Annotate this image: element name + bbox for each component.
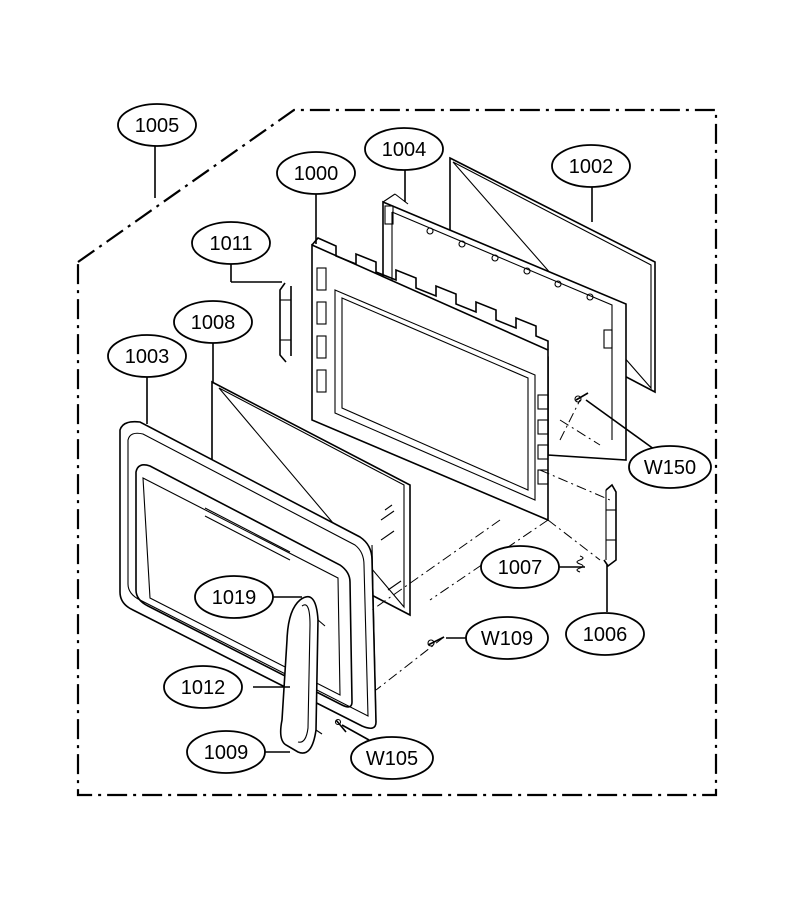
label-1011: 1011	[191, 221, 271, 265]
svg-text:1008: 1008	[191, 312, 236, 334]
svg-text:1004: 1004	[382, 139, 427, 161]
svg-text:W105: W105	[366, 748, 418, 770]
screw-w105-icon	[334, 718, 347, 733]
screw-w150-icon	[574, 392, 589, 403]
label-w105: W105	[350, 736, 434, 780]
svg-text:1000: 1000	[294, 163, 339, 185]
svg-text:1002: 1002	[569, 156, 614, 178]
label-1005: 1005	[117, 103, 197, 147]
label-1000: 1000	[276, 151, 356, 195]
svg-text:1005: 1005	[135, 115, 180, 137]
part-handle-assembly	[279, 595, 326, 754]
part-1007-spring	[576, 555, 584, 573]
svg-text:1009: 1009	[204, 742, 249, 764]
svg-text:1012: 1012	[181, 677, 226, 699]
assembly-guide-lines	[371, 399, 611, 691]
label-1012: 1012	[163, 665, 243, 709]
svg-text:1019: 1019	[212, 587, 257, 609]
assembly-boundary	[76, 108, 718, 797]
svg-text:1006: 1006	[583, 624, 628, 646]
label-1007: 1007	[480, 545, 560, 589]
label-1009: 1009	[186, 730, 266, 774]
label-w109: W109	[465, 616, 549, 660]
label-1008: 1008	[173, 300, 253, 344]
part-1006-latch-hook	[603, 483, 617, 568]
label-1004: 1004	[364, 127, 444, 171]
part-1011-latch-lever	[279, 282, 292, 363]
screw-w109-icon	[427, 636, 445, 647]
svg-text:W109: W109	[481, 628, 533, 650]
leader-lines	[146, 146, 659, 753]
label-1019: 1019	[194, 575, 274, 619]
svg-text:W150: W150	[644, 457, 696, 479]
label-1002: 1002	[551, 144, 631, 188]
label-w150: W150	[628, 445, 712, 489]
svg-text:1011: 1011	[209, 233, 252, 255]
label-1006: 1006	[565, 612, 645, 656]
svg-text:1007: 1007	[498, 557, 543, 579]
svg-text:1003: 1003	[125, 346, 170, 368]
label-1003: 1003	[107, 334, 187, 378]
